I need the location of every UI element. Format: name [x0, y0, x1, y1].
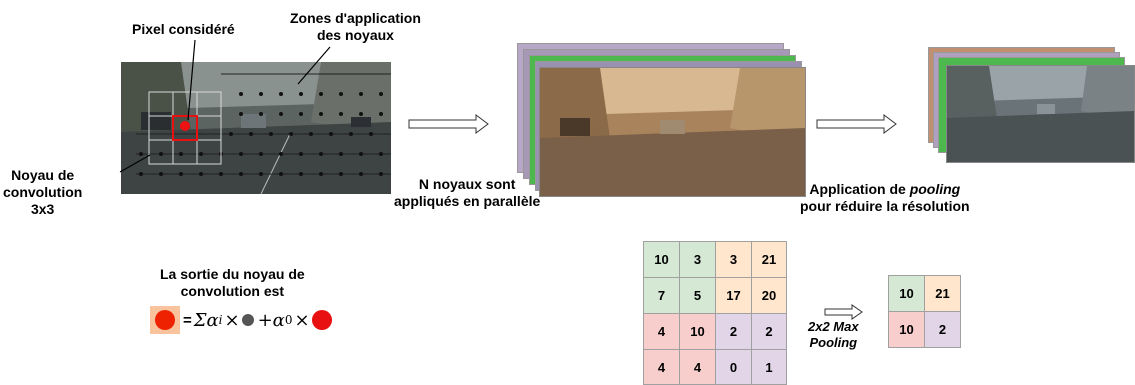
pixel-label: Pixel considéré [132, 21, 235, 37]
grid-cell: 1 [751, 349, 787, 385]
zones-label-line1: Zones d'application [290, 10, 421, 26]
formula-times-2: × [294, 309, 310, 331]
formula-times-1: × [224, 309, 240, 331]
output-dot-icon [155, 310, 175, 330]
pooling-prefix: Application de [809, 181, 910, 197]
output-label-line2: convolution est [180, 283, 285, 299]
formula-eq: = [183, 311, 192, 329]
maxpool-label-line1: 2x2 Max [808, 319, 859, 335]
formula-sum: Σα [193, 309, 219, 331]
grid-cell: 21 [751, 241, 787, 278]
grid-cell: 17 [715, 277, 752, 314]
kernel-label-line2: convolution [3, 184, 83, 200]
feature-map-stack [517, 43, 807, 197]
red-dot-icon [311, 310, 332, 330]
grid-cell: 3 [679, 241, 716, 278]
grid-cell: 10 [888, 275, 925, 312]
input-street-image [121, 62, 391, 194]
output-grid: 10 21 10 2 [888, 275, 961, 348]
pooled-map-stack [928, 47, 1135, 165]
grid-cell: 4 [643, 313, 680, 350]
pooled-map-front [946, 65, 1135, 163]
grid-cell: 3 [715, 241, 752, 278]
output-label-line1: La sortie du noyau de [160, 266, 305, 282]
formula-sub-0: 0 [284, 313, 293, 327]
kernel-label-line1: Noyau de [11, 167, 75, 183]
gray-dot-icon [241, 314, 254, 326]
grid-cell: 2 [715, 313, 752, 350]
maxpool-label-line2: Pooling [809, 335, 858, 350]
zones-label-line2: des noyaux [316, 27, 394, 43]
grid-cell: 20 [751, 277, 787, 314]
output-label: La sortie du noyau de convolution est [160, 266, 305, 300]
zones-label: Zones d'application des noyaux [290, 10, 421, 44]
grid-cell: 10 [643, 241, 680, 278]
input-grid: 10 3 3 21 7 5 17 20 4 10 2 2 4 4 0 1 [643, 241, 787, 385]
grid-cell: 0 [715, 349, 752, 385]
kernel-overlay [136, 73, 391, 176]
pooling-label-line1: Application de pooling [800, 181, 970, 198]
parallel-label-line1: N noyaux sont [418, 176, 516, 192]
arrow-right-icon [816, 114, 897, 134]
kernel-label: Noyau de convolution 3x3 [3, 167, 82, 218]
feature-map-front [539, 67, 806, 197]
grid-cell: 2 [751, 313, 787, 350]
formula-sub-i: i [218, 313, 223, 327]
grid-cell: 2 [924, 311, 961, 348]
maxpool-2x2: 2x2 Max [808, 319, 859, 334]
parallel-label: N noyaux sont appliqués en parallèle [394, 176, 540, 210]
small-arrow-right-icon [824, 304, 863, 320]
street-scene-orange [540, 68, 805, 196]
grid-cell: 10 [679, 313, 716, 350]
kernel-label-line3: 3x3 [30, 201, 55, 217]
output-swatch [150, 306, 180, 334]
grid-cell: 5 [679, 277, 716, 314]
street-scene-gray [947, 66, 1134, 162]
grid-cell: 21 [924, 275, 961, 312]
pooling-label: Application de pooling pour réduire la r… [800, 181, 970, 215]
grid-cell: 4 [643, 349, 680, 385]
pooling-label-line2: pour réduire la résolution [800, 198, 970, 214]
grid-cell: 10 [888, 311, 925, 348]
arrow-right-icon [408, 114, 489, 134]
maxpool-label: 2x2 Max Pooling [808, 319, 859, 351]
grid-cell: 7 [643, 277, 680, 314]
grid-cell: 4 [679, 349, 716, 385]
parallel-label-line2: appliqués en parallèle [394, 193, 541, 209]
pooling-em: pooling [909, 181, 961, 197]
formula-plus: +α [257, 309, 285, 331]
